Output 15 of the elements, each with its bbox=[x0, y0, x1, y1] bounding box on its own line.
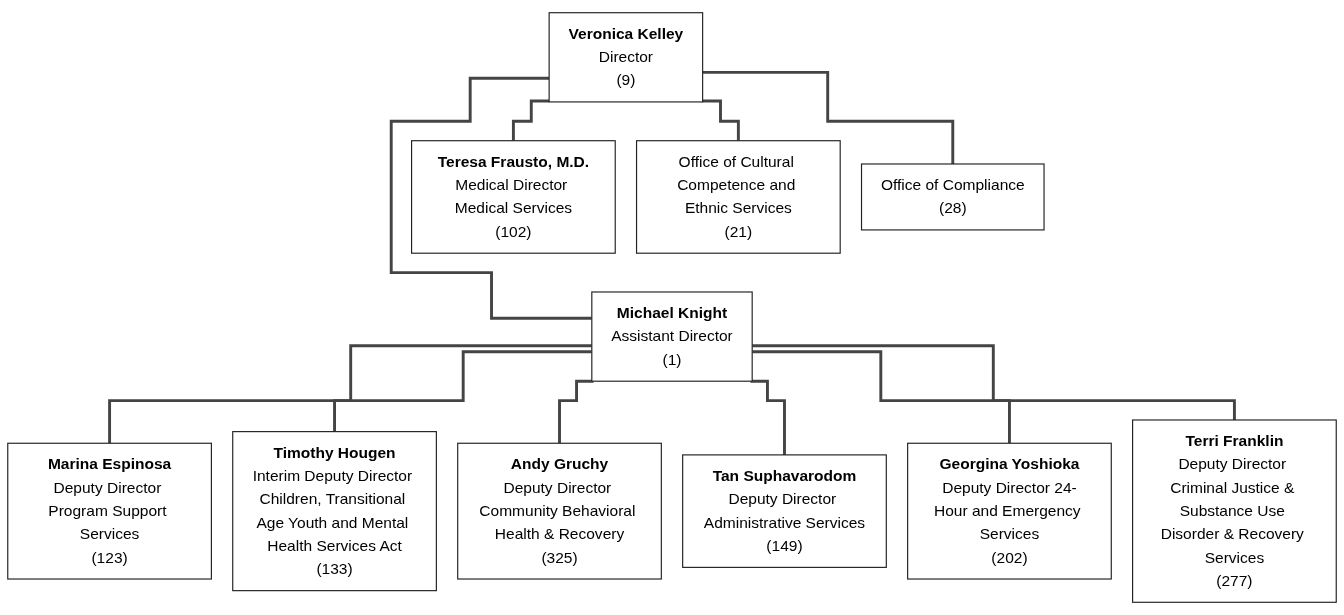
node-box: Teresa Frausto, M.D. Medical Director Medical Services (102) bbox=[411, 140, 616, 254]
node-box: Tan Suphavarodom Deputy Director Administrative Services (149) bbox=[682, 454, 887, 568]
node-box: Timothy Hougen Interim Deputy Director Children, Transitional Age Youth and Mental Health Services Act (133) bbox=[232, 431, 437, 592]
connector bbox=[389, 76, 592, 320]
node-box: Marina Espinosa Deputy Director Program Support Services (123) bbox=[7, 442, 212, 580]
node-box: Office of Cultural Competence and Ethnic Services (21) bbox=[635, 140, 841, 254]
node-box: Veronica Kelley Director (9) bbox=[548, 12, 704, 103]
connector bbox=[558, 379, 594, 445]
node-box: Office of Compliance (28) bbox=[860, 163, 1045, 231]
node-box: Andy Gruchy Deputy Director Community Behavioral Health & Recovery (325) bbox=[457, 442, 662, 580]
connector bbox=[752, 350, 1011, 445]
node-box: Michael Knight Assistant Director (1) bbox=[591, 291, 753, 382]
node-box: Terri Franklin Deputy Director Criminal Justice & Substance Use Disorder & Recovery Services (277) bbox=[1132, 419, 1337, 603]
connector bbox=[108, 344, 592, 445]
node-box: Georgina Yoshioka Deputy Director 24-Hour and Emergency Services (202) bbox=[907, 442, 1112, 580]
